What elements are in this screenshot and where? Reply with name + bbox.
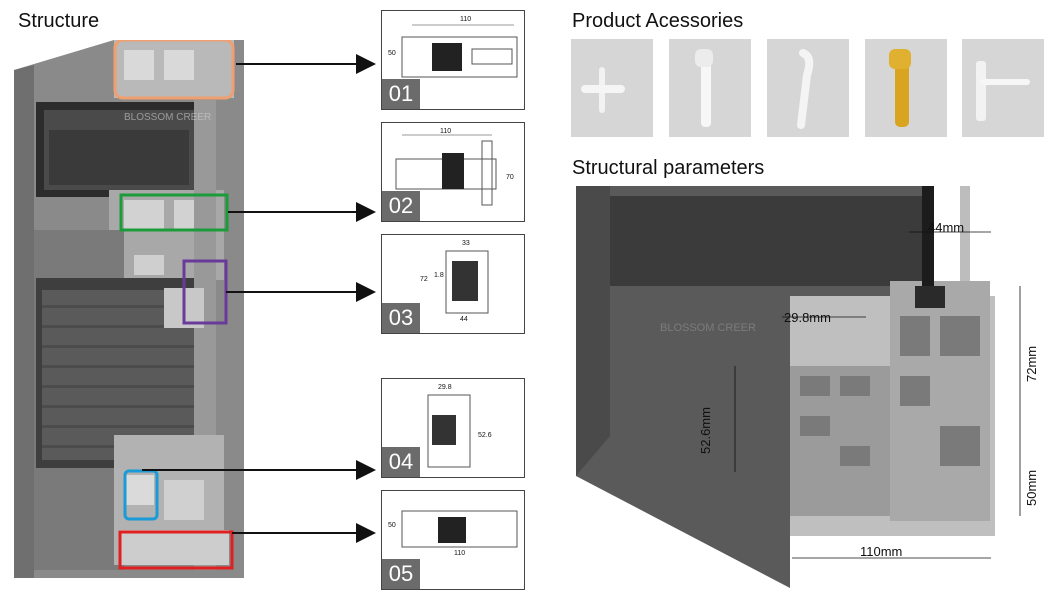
- profile-03-dim-height: 72: [420, 276, 428, 283]
- handle-icon: [695, 49, 713, 127]
- accessory-handle-4: [865, 39, 947, 137]
- accessory-handle-2: [669, 39, 751, 137]
- profile-01-dim-height: 50: [388, 50, 396, 57]
- profile-box-05: 50 30 110 05: [381, 490, 525, 590]
- profile-number-05: 05: [382, 559, 420, 589]
- profile-box-02: 110 70 02: [381, 122, 525, 222]
- watermark-text-1: BLOSSOM CREER: [124, 112, 211, 123]
- profile-box-03: 33 72 1.8 44 03: [381, 234, 525, 334]
- param-glass-label: 44mm: [928, 220, 964, 235]
- profile-03-dim-thin: 1.8: [434, 272, 444, 279]
- param-height-left-label: 52.6mm: [698, 407, 713, 454]
- handle-icon: [889, 49, 911, 127]
- window-structure-image: BLOSSOM CREER: [14, 38, 244, 578]
- profile-02-dim-height: 70: [506, 174, 514, 181]
- param-frame-label: 50mm: [1024, 470, 1039, 506]
- profile-04-dim-height: 52.6: [478, 432, 492, 439]
- handle-icon: [581, 67, 625, 113]
- profile-01-dim-width: 110: [460, 16, 471, 23]
- profile-03-dim-bottom: 44: [460, 316, 468, 323]
- profile-number-03: 03: [382, 303, 420, 333]
- accessory-handle-3: [767, 39, 849, 137]
- profile-number-01: 01: [382, 79, 420, 109]
- structure-title: Structure: [18, 10, 100, 32]
- profile-04-dim-width: 29.8: [438, 384, 452, 391]
- handle-icon: [976, 61, 1030, 121]
- profile-box-04: 29.8 52.6 04: [381, 378, 525, 478]
- profile-05-dim-height: 50: [388, 522, 396, 529]
- profile-number-04: 04: [382, 447, 420, 477]
- accessory-handle-5: [962, 39, 1044, 137]
- accessories-title: Product Acessories: [572, 10, 744, 32]
- profile-05-dim-width: 110: [454, 550, 465, 557]
- profile-03-dim-top: 33: [462, 240, 470, 247]
- profile-number-02: 02: [382, 191, 420, 221]
- watermark-text-2: BLOSSOM CREER: [660, 322, 756, 334]
- handle-icon: [797, 49, 814, 129]
- structural-parameters-image: BLOSSOM CREER 44mm 29.8mm 52.6mm 72mm 50…: [570, 186, 1050, 588]
- parameters-title: Structural parameters: [572, 157, 765, 179]
- profile-02-dim-width: 110: [440, 128, 451, 135]
- param-sash-label: 29.8mm: [784, 310, 831, 325]
- profile-box-01: 110 50 01: [381, 10, 525, 110]
- accessory-handle-1: [571, 39, 653, 137]
- param-width-label: 110mm: [860, 544, 902, 559]
- param-height-right-label: 72mm: [1024, 346, 1039, 382]
